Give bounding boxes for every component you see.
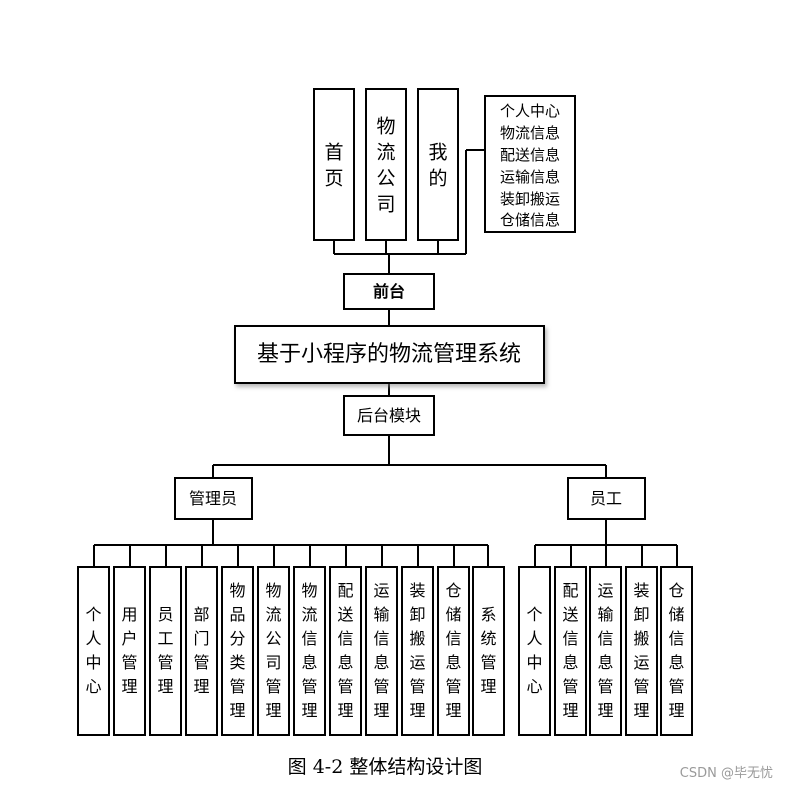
admin-module-11-label: 系统管理: [480, 605, 496, 696]
admin-module-6-label: 物流信息管理: [301, 581, 317, 720]
staff-module-1-label: 配送信息管理: [562, 581, 578, 720]
admin-module-10: 仓储信息管理: [437, 566, 470, 736]
staff-node: 员工: [567, 477, 646, 520]
admin-module-2-label: 员工管理: [157, 605, 173, 696]
admin-module-6: 物流信息管理: [293, 566, 326, 736]
backend-node: 后台模块: [343, 395, 435, 436]
admin-module-1: 用户管理: [113, 566, 146, 736]
admin-module-nodes: 个人中心 用户管理 员工管理 部门管理 物品分类管理 物流公司管理 物流信息管理 配送信息管理…: [77, 566, 505, 736]
front-page-2: 我的: [417, 88, 459, 241]
front-node: 前台: [343, 273, 435, 310]
admin-module-4-label: 物品分类管理: [229, 581, 245, 720]
front-page-nodes: 首页 物流公司 我的: [313, 88, 459, 241]
staff-module-4: 仓储信息管理: [660, 566, 693, 736]
staff-module-0: 个人中心: [518, 566, 551, 736]
my-item-0: 个人中心: [500, 102, 560, 120]
staff-module-2-label: 运输信息管理: [597, 581, 613, 720]
staff-module-nodes: 个人中心 配送信息管理 运输信息管理 装卸搬运管理 仓储信息管理: [518, 566, 693, 736]
admin-module-9: 装卸搬运管理: [401, 566, 434, 736]
front-page-1: 物流公司: [365, 88, 407, 241]
admin-module-3: 部门管理: [185, 566, 218, 736]
admin-module-7: 配送信息管理: [329, 566, 362, 736]
staff-module-3-label: 装卸搬运管理: [633, 581, 649, 720]
admin-module-0: 个人中心: [77, 566, 110, 736]
backend-label: 后台模块: [357, 406, 421, 425]
admin-module-5: 物流公司管理: [257, 566, 290, 736]
staff-module-1: 配送信息管理: [554, 566, 587, 736]
admin-module-4: 物品分类管理: [221, 566, 254, 736]
my-items-node: 个人中心 物流信息 配送信息 运输信息 装卸搬运 仓储信息: [484, 95, 576, 233]
admin-module-10-label: 仓储信息管理: [445, 581, 461, 720]
admin-module-0-label: 个人中心: [85, 605, 101, 696]
front-page-0: 首页: [313, 88, 355, 241]
staff-label: 员工: [590, 489, 622, 508]
front-page-1-label: 物流公司: [376, 116, 395, 216]
figure-caption: 图 4-2 整体结构设计图: [288, 756, 483, 778]
admin-module-3-label: 部门管理: [193, 605, 209, 696]
my-item-4: 装卸搬运: [500, 190, 560, 208]
staff-module-0-label: 个人中心: [526, 605, 542, 696]
connector-lines: [93, 149, 678, 567]
watermark: CSDN @毕无忧: [680, 766, 773, 781]
system-title: 基于小程序的物流管理系统: [257, 342, 521, 367]
admin-module-11: 系统管理: [472, 566, 505, 736]
admin-module-8-label: 运输信息管理: [373, 581, 389, 720]
front-page-0-label: 首页: [324, 142, 343, 190]
admin-node: 管理员: [174, 477, 253, 520]
admin-module-1-label: 用户管理: [121, 605, 137, 696]
staff-module-2: 运输信息管理: [589, 566, 622, 736]
admin-module-5-label: 物流公司管理: [265, 581, 281, 720]
system-title-node: 基于小程序的物流管理系统: [234, 325, 545, 384]
front-label: 前台: [373, 282, 405, 301]
admin-module-9-label: 装卸搬运管理: [409, 581, 425, 720]
staff-module-3: 装卸搬运管理: [625, 566, 658, 736]
my-item-5: 仓储信息: [500, 211, 560, 229]
admin-module-2: 员工管理: [149, 566, 182, 736]
admin-module-8: 运输信息管理: [365, 566, 398, 736]
front-page-2-label: 我的: [428, 142, 447, 190]
my-item-1: 物流信息: [500, 124, 560, 142]
my-item-2: 配送信息: [500, 146, 560, 164]
admin-module-7-label: 配送信息管理: [337, 581, 353, 720]
staff-module-4-label: 仓储信息管理: [668, 581, 684, 720]
admin-label: 管理员: [189, 489, 237, 508]
my-item-3: 运输信息: [500, 168, 560, 186]
